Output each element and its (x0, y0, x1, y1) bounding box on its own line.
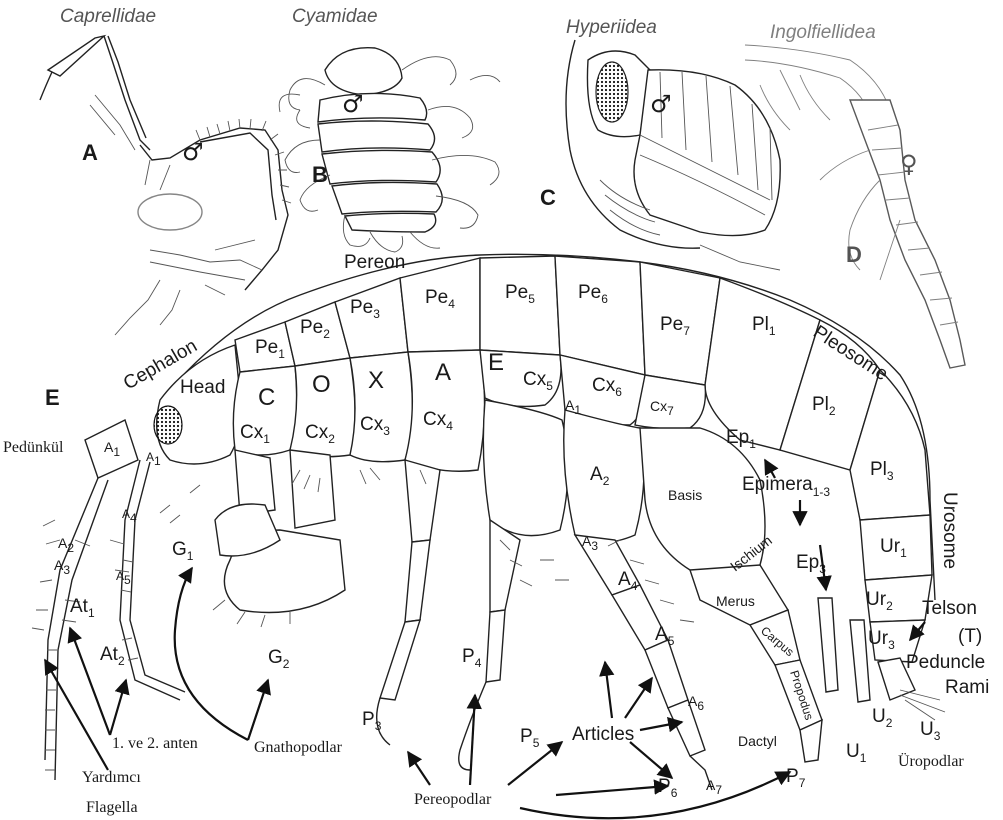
panel-d-taxon: Ingolfiellidea (770, 22, 876, 43)
pereopod-6-label: P6 (658, 776, 678, 800)
panel-c-letter: C (540, 185, 556, 210)
antennae-note-label: 1. ve 2. anten (112, 735, 198, 752)
coxa-letter-e: E (488, 349, 504, 376)
gnathopod-1-label: G1 (172, 539, 194, 563)
uropod-3-label: U3 (920, 719, 941, 743)
article-5-label: A5 (655, 624, 675, 648)
panel-c-taxon: Hyperiidea (566, 17, 657, 38)
gnathopod-2-arrow (248, 680, 268, 740)
basis-label: Basis (668, 487, 702, 503)
article-4-label: A4 (618, 569, 638, 593)
articles-arrow-a4 (605, 662, 612, 718)
panel-a-male-symbol: ♂ (182, 138, 204, 166)
pereopod-5-label: P5 (520, 726, 540, 750)
uropodlar-label: Üropodlar (898, 752, 964, 770)
pereopod-4-arrow (470, 695, 475, 785)
coxa-letter-o: O (312, 371, 331, 398)
panel-c-hyperiid: Hyperiidea C ♂ (540, 17, 780, 270)
dactyl-label: Dactyl (738, 733, 777, 749)
panel-b-male-symbol: ♂ (342, 90, 364, 118)
panel-a-bristles (196, 119, 291, 203)
panel-b-letter: B (312, 162, 328, 187)
coxa-letter-a: A (435, 359, 451, 386)
gnathopod-2-label: G2 (268, 647, 290, 671)
coxa-letter-c: C (258, 384, 275, 411)
telson-label: Telson (922, 598, 977, 619)
articles-arrow-a7 (630, 742, 672, 778)
pereopod-7-label: P7 (786, 766, 806, 790)
peduncle-label: Peduncle (906, 652, 985, 673)
panel-d-female-symbol: ♀ (900, 150, 918, 178)
articles-label: Articles (572, 724, 634, 745)
antenna-2-label: At2 (100, 644, 125, 668)
panel-a-caprellid: Caprellidae A ♂ (40, 6, 291, 335)
telson-abbr-label: (T) (958, 626, 982, 647)
panel-c-male-symbol: ♂ (650, 90, 672, 118)
pereopod-4-label: P4 (462, 646, 482, 670)
merus-label: Merus (716, 593, 755, 609)
pereopod-6-arrow (556, 786, 668, 795)
urosome-label: Urosome (939, 492, 960, 569)
antenna-1-label: At1 (70, 596, 95, 620)
head-label: Head (180, 377, 225, 398)
pereopod-3-label: P3 (362, 709, 382, 733)
yardimci-label: Yardımcı (82, 769, 141, 786)
pereopod-3-arrow (408, 752, 430, 785)
gnathopodlar-label: Gnathopodlar (254, 739, 343, 756)
panel-e-body: E Pereon Cephalon Pleosome Urosome Head … (3, 252, 989, 818)
panel-b-cyamid: Cyamidae B ♂ (279, 6, 500, 252)
pereon-label: Pereon (344, 252, 405, 273)
coxa-letter-x: X (368, 367, 384, 394)
panel-b-taxon: Cyamidae (292, 6, 378, 27)
uropod-1-label: U1 (846, 741, 867, 765)
flagella-label: Flagella (86, 799, 138, 816)
panel-a-taxon: Caprellidae (60, 6, 156, 27)
antennae-arrow-at2 (110, 680, 126, 735)
flagella-arrow (45, 660, 108, 770)
article-7-label: A7 (706, 777, 722, 797)
pedunkul-label: Pedünkül (3, 439, 64, 456)
articles-arrow-a5 (625, 678, 652, 718)
pereopodlar-label: Pereopodlar (414, 791, 492, 808)
antenna-article-a2-label: A2 (58, 535, 74, 555)
panel-a-letter: A (82, 140, 98, 165)
rami-label: Rami (945, 677, 989, 698)
uropod-2-label: U2 (872, 706, 893, 730)
antenna-article-a3-label: A3 (54, 557, 70, 577)
antenna-article-a1b-label: A1 (146, 450, 161, 468)
panel-e-letter: E (45, 385, 60, 410)
panel-d-letter: D (846, 242, 862, 267)
